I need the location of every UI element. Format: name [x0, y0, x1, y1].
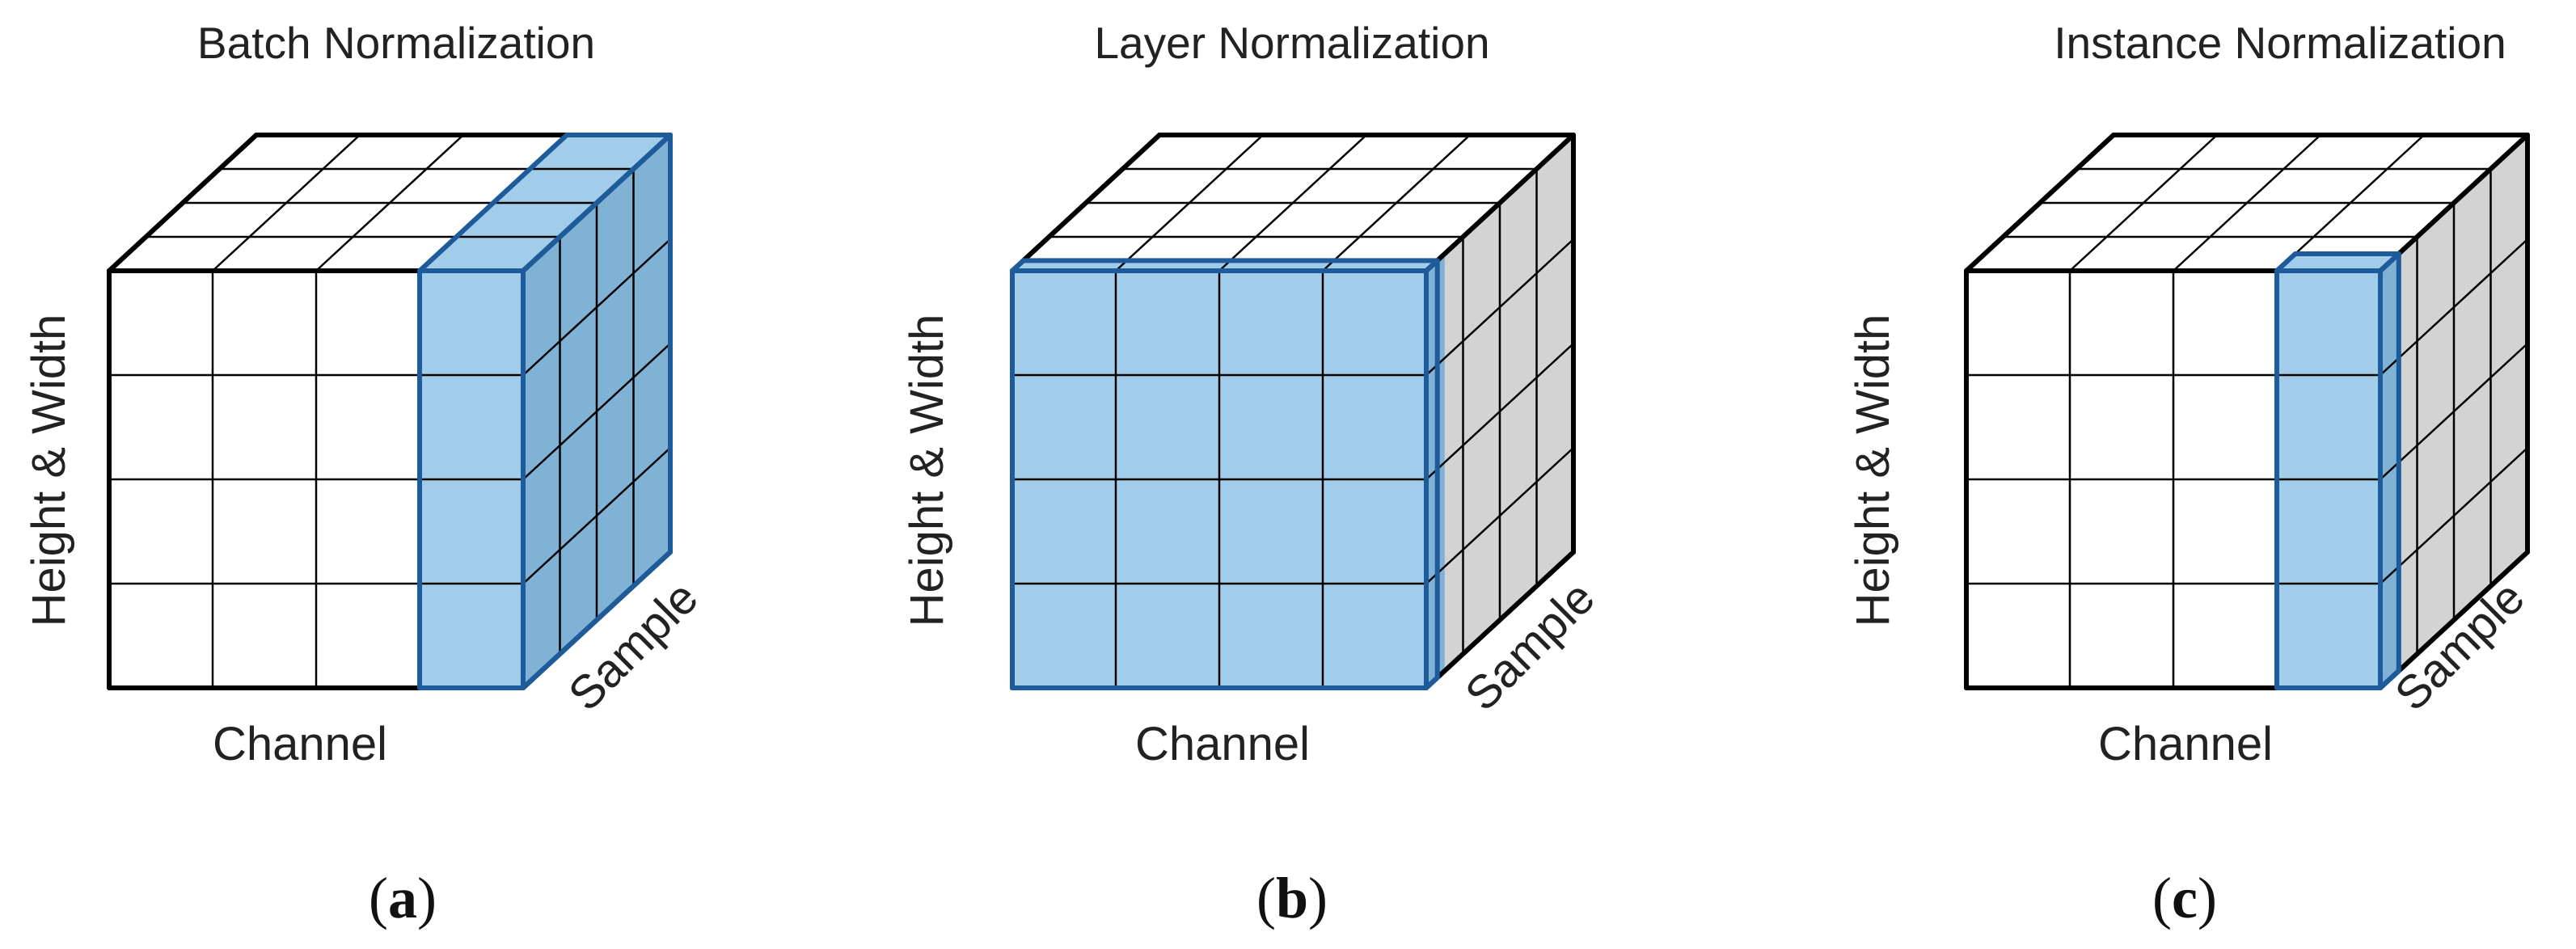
height-width-axis-label: Height & Width [1847, 314, 1899, 627]
height-width-axis-label: Height & Width [23, 314, 75, 627]
panel-layer-normalization: Layer Normalization Height & Width Chann… [901, 18, 1605, 930]
subcaption-letter: c [2172, 866, 2198, 930]
height-width-axis-label: Height & Width [901, 314, 953, 627]
tensor-cube [1010, 133, 1576, 690]
side-grid-line [2379, 342, 2529, 481]
side-grid-line [1425, 342, 1575, 481]
top-grid-line [1321, 133, 1472, 272]
panel-title: Layer Normalization [1094, 18, 1489, 68]
side-grid-line [522, 342, 672, 481]
top-grid-line [2275, 133, 2426, 272]
side-grid-line [2379, 446, 2529, 585]
highlight-border [2378, 251, 2401, 273]
highlight-border [521, 133, 673, 273]
tensor-cube [1964, 133, 2530, 690]
cube-outline [1010, 133, 1162, 273]
cube-outline [1424, 133, 1576, 273]
subcaption: (c) [2152, 866, 2217, 930]
channel-axis-label: Channel [2098, 718, 2273, 770]
highlight-border [1010, 258, 1026, 273]
subcaption: (b) [1256, 866, 1328, 930]
panel-batch-normalization: Batch Normalization Height & Width Chann… [23, 18, 708, 930]
channel-axis-label: Channel [1135, 718, 1310, 770]
cube-outline [1964, 133, 2116, 273]
tensor-cube [107, 133, 673, 690]
panel-instance-normalization: Instance Normalization Height & Width Ch… [1847, 18, 2535, 930]
highlight-border [1424, 675, 1440, 690]
highlight-border [417, 133, 569, 273]
cube-outline [107, 133, 259, 273]
side-grid-line [1425, 446, 1575, 585]
highlight-border [2274, 251, 2298, 273]
cube-outline [2378, 550, 2530, 690]
cube-outline [1424, 550, 1576, 690]
panel-title: Batch Normalization [197, 18, 595, 68]
subcaption: (a) [369, 866, 437, 930]
highlight-border [521, 550, 673, 690]
highlight-top-instance [2277, 254, 2399, 271]
cube-outline [2378, 133, 2530, 273]
side-grid-line [522, 446, 672, 585]
subcaption-letter: a [388, 866, 417, 930]
highlight-border [2378, 669, 2401, 690]
panel-title: Instance Normalization [2054, 18, 2506, 68]
subcaption-letter: b [1276, 866, 1308, 930]
channel-axis-label: Channel [213, 718, 387, 770]
